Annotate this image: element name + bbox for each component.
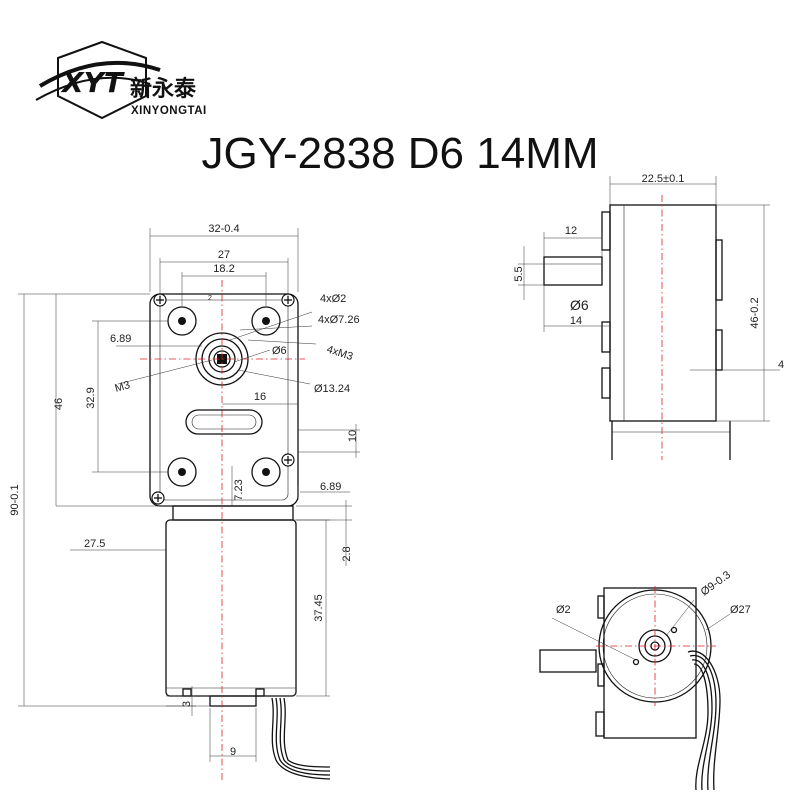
dim-side-height: 46-0.2 (749, 297, 761, 328)
corner-screw-icon (151, 293, 295, 505)
dim-inner-spacing: 18.2 (213, 263, 234, 275)
dim-gap-28: 2.8 (341, 546, 353, 561)
dim-side-4: 4 (778, 359, 784, 371)
dim-holes-d726: 4xØ7.26 (318, 314, 360, 326)
side-dimension-lines (518, 176, 780, 422)
brand-name-en: XINYONGTAI (131, 105, 207, 117)
dim-shaft-14: 14 (570, 315, 582, 327)
end-view: Ø2 Ø9-0.3 Ø27 (539, 569, 751, 791)
model-title: JGY-2838 D6 14MM (201, 129, 598, 178)
dim-m3: M3 (114, 379, 132, 395)
brand-logo: XYT 新永泰 XINYONGTAI (35, 40, 207, 120)
motor-neck (172, 505, 294, 521)
dim-hole-spacing: 27 (218, 249, 230, 261)
dim-d6-front: Ø6 (272, 345, 287, 357)
dim-height-329: 32.9 (85, 387, 97, 408)
side-shaft (543, 256, 603, 286)
dim-10: 10 (347, 430, 359, 442)
end-shaft (539, 649, 597, 673)
dim-front-width: 32-0.4 (208, 223, 239, 235)
end-dimension-lines (551, 599, 731, 661)
logo-letters: XYT (60, 66, 125, 99)
dim-d6-side: Ø6 (570, 297, 589, 313)
dim-723: 7.23 (233, 479, 245, 500)
wire-bundle (271, 697, 331, 780)
dim-end-9: 9 (230, 746, 236, 758)
dim-motor-3745: 37.45 (313, 594, 325, 622)
dim-shaft-12: 12 (565, 225, 577, 237)
logo-emblem-icon: XYT (35, 40, 161, 120)
dim-end-d2: Ø2 (556, 604, 571, 616)
end-gearbox-outline (603, 587, 697, 739)
dim-689-bottom: 6.89 (320, 481, 341, 493)
dim-height-46: 46 (53, 398, 65, 410)
side-gearbox-outline (609, 204, 717, 422)
dim-small-2: 2 (208, 295, 212, 302)
front-view: 32-0.4 27 18.2 2 4xØ2 4xØ7.26 4xM3 Ø6 6.… (9, 223, 360, 780)
dim-d1324: Ø13.24 (314, 383, 350, 395)
dim-shaft-55: 5.5 (513, 266, 525, 281)
dim-end-3: 3 (181, 701, 193, 707)
dim-side-width: 22.5±0.1 (642, 173, 685, 185)
dim-689-top: 6.89 (110, 333, 131, 345)
dim-total-90: 90-0.1 (9, 484, 21, 515)
gearbox-outline (149, 293, 299, 507)
dim-motor-275: 27.5 (84, 538, 105, 550)
gearbox-slot (185, 409, 263, 435)
motor-can (165, 519, 297, 697)
motor-end-cap (209, 695, 257, 707)
brand-name-cn: 新永泰 (130, 76, 197, 102)
dim-holes-m3: 4xM3 (325, 343, 354, 363)
front-dimension-lines (18, 228, 360, 762)
dim-slot-16: 16 (254, 391, 266, 403)
side-view: 22.5±0.1 12 5.5 Ø6 14 46-0.2 4 (513, 173, 784, 460)
dim-holes-d2: 4xØ2 (320, 293, 346, 305)
dim-end-d27: Ø27 (730, 604, 751, 616)
dim-end-d9: Ø9-0.3 (699, 569, 733, 598)
end-wire-bundle (687, 650, 721, 791)
